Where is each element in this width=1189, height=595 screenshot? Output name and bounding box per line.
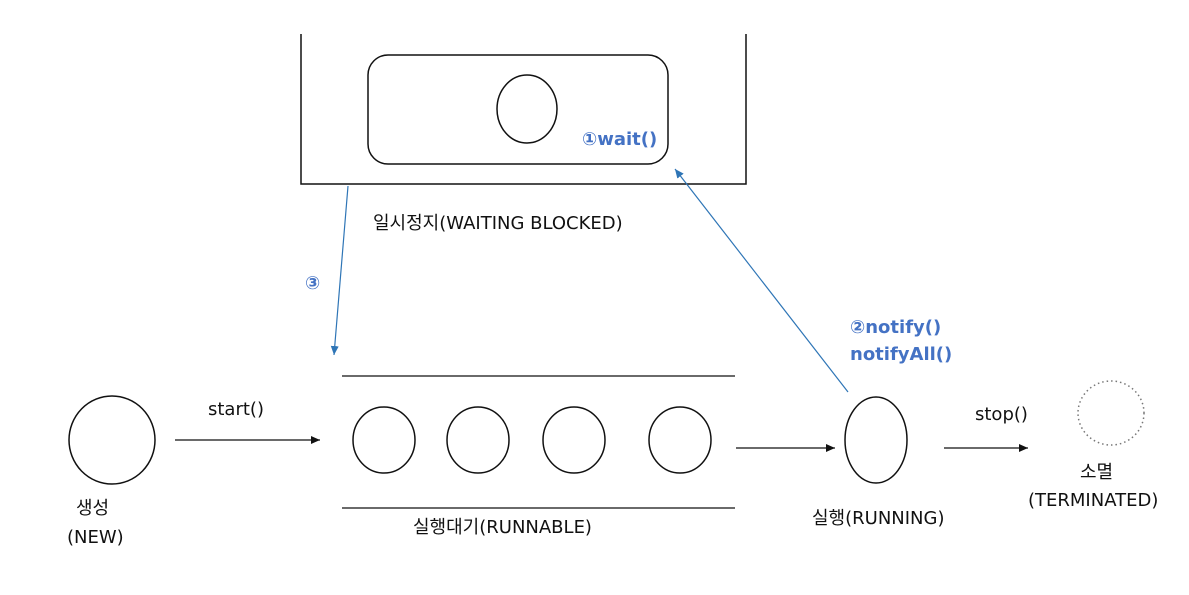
terminated-state-label-ko: 소멸 (1080, 462, 1113, 483)
new-state-label-ko: 생성 (76, 498, 109, 519)
arrow-running-to-waiting (674, 168, 849, 393)
running-state-circle (844, 396, 908, 484)
runnable-thread-circle (352, 406, 416, 474)
waiting-state-label: 일시정지(WAITING BLOCKED) (373, 213, 623, 234)
notifyall-label: notifyAll() (850, 344, 952, 365)
terminated-state-label-en: (TERMINATED) (1028, 490, 1158, 511)
step3-label: ③ (305, 273, 320, 294)
waiting-inner-box (367, 54, 669, 165)
wait-label: ①wait() (582, 129, 657, 150)
runnable-thread-circle (648, 406, 712, 474)
waiting-thread-circle (496, 74, 558, 144)
runnable-thread-circle (542, 406, 606, 474)
new-state-circle (68, 395, 156, 485)
running-state-label: 실행(RUNNING) (812, 508, 945, 529)
terminated-state-circle (1077, 380, 1145, 446)
runnable-state-label: 실행대기(RUNNABLE) (413, 517, 592, 538)
waiting-pool-frame (300, 34, 747, 185)
stop-label: stop() (975, 404, 1028, 425)
start-label: start() (208, 399, 264, 420)
new-state-label-en: (NEW) (67, 527, 124, 548)
arrow-waiting-to-runnable (330, 185, 349, 356)
notify-label: ②notify() (850, 317, 941, 338)
runnable-thread-circle (446, 406, 510, 474)
